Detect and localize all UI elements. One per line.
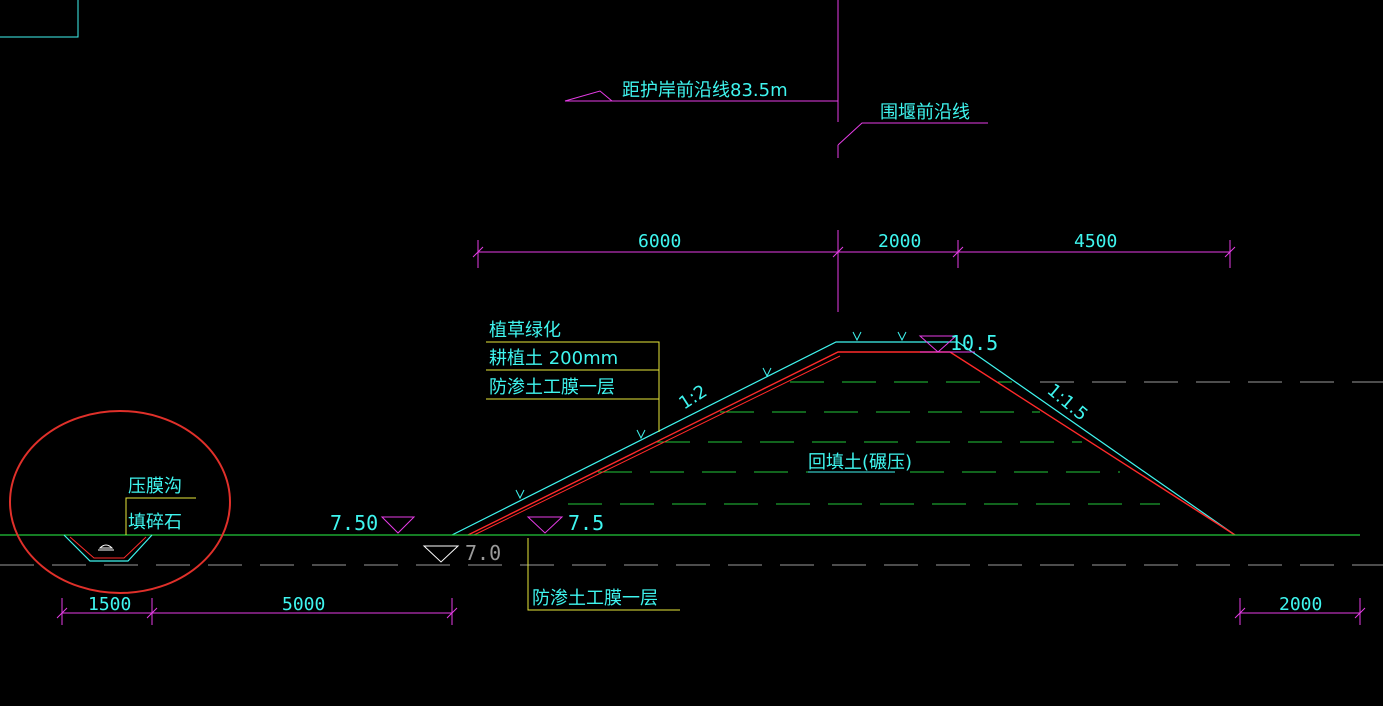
bottom-dimension-chain [56, 598, 458, 625]
gravel-label: 填碎石 [128, 512, 182, 533]
distance-leader [564, 90, 838, 102]
ground-level-left-symbol [380, 516, 416, 534]
embankment-outline [451, 341, 1236, 536]
layer-grass: 植草绿化 [489, 320, 561, 341]
fill-soil-label: 回填土(碾压) [808, 452, 912, 473]
dim-bottom-right: 2000 [1279, 594, 1322, 615]
toe-level-symbol [526, 516, 564, 534]
frame-corner [0, 0, 79, 38]
gravel-fill-icon [98, 544, 114, 549]
cofferdam-leader [837, 122, 988, 146]
dim-top-right: 4500 [1074, 231, 1117, 252]
membrane-line-inner [473, 355, 841, 536]
ground-level-left-value: 7.50 [330, 511, 378, 535]
trench-label: 压膜沟 [128, 476, 182, 497]
water-level-value: 7.0 [465, 541, 501, 565]
trench-notes-leader [125, 497, 196, 535]
trench-outline [63, 534, 153, 562]
top-dimension-chain [472, 240, 1236, 268]
bottom-membrane-label: 防渗土工膜一层 [532, 588, 658, 609]
cofferdam-line-label: 围堰前沿线 [880, 102, 970, 123]
distance-note-label: 距护岸前沿线83.5m [622, 80, 788, 101]
water-level-symbol [422, 545, 460, 563]
slope-arrows [515, 331, 907, 500]
layer-notes-leader [486, 341, 660, 432]
dim-bottom-2: 5000 [282, 594, 325, 615]
bottom-right-dimension [1234, 598, 1366, 625]
bottom-membrane-leader [527, 538, 680, 611]
crest-level-value: 10.5 [950, 331, 998, 355]
dim-top-left: 6000 [638, 231, 681, 252]
crest-level-symbol [918, 335, 958, 353]
highlight-circle [9, 410, 231, 594]
trench-inner [69, 536, 147, 559]
slope-left-label: 1:2 [675, 381, 711, 414]
dim-top-mid: 2000 [878, 231, 921, 252]
layer-soil: 耕植土 200mm [489, 348, 618, 369]
dim-bottom-1: 1500 [88, 594, 131, 615]
layer-membrane: 防渗土工膜一层 [489, 377, 615, 398]
toe-level-value: 7.5 [568, 511, 604, 535]
